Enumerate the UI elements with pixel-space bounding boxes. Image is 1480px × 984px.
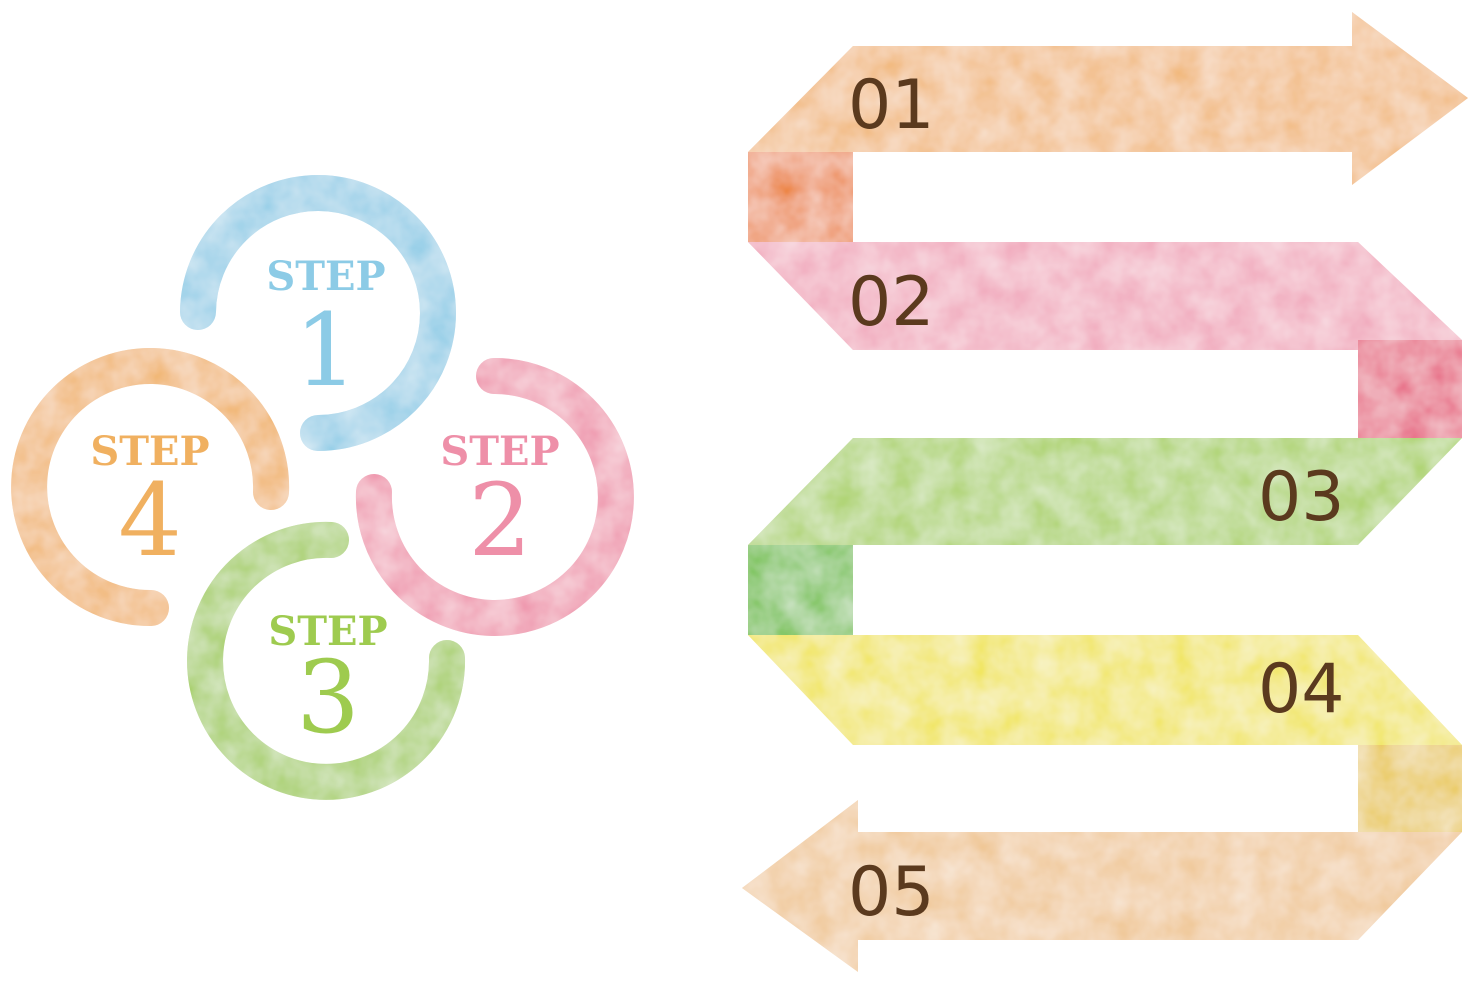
ribbon-label-01: 01: [848, 66, 935, 145]
ribbon-band-2: [748, 242, 1462, 350]
step-2-number: 2: [468, 462, 532, 579]
step-1-number: 1: [294, 292, 358, 409]
ribbon-arrow: [742, 12, 1468, 972]
ribbon-label-04: 04: [1258, 650, 1345, 729]
ribbon-labels: 01 02 03 04 05: [848, 66, 1345, 932]
step-3-number: 3: [296, 639, 360, 756]
ribbon-fold-3: [748, 545, 853, 635]
step-1-word: STEP: [266, 253, 385, 300]
step-2-label: STEP 2: [440, 428, 559, 579]
step-4-number: 4: [118, 462, 182, 579]
ribbon-band-3: [748, 438, 1462, 545]
ribbon-label-03: 03: [1258, 458, 1345, 537]
ribbon-fold-4: [1358, 745, 1462, 832]
step-2-ring: [355, 357, 634, 636]
step-1-ring: [180, 175, 456, 451]
step-4-label: STEP 4: [90, 428, 209, 579]
ribbon-band-1: [748, 12, 1468, 185]
step-3-word: STEP: [268, 608, 387, 655]
ribbon-label-02: 02: [848, 263, 935, 342]
ribbon-fold-1: [748, 152, 853, 242]
step-cycle: [11, 175, 634, 800]
ribbon-band-5: [742, 800, 1462, 972]
step-2-word: STEP: [440, 428, 559, 475]
ribbon-fold-2: [1358, 340, 1462, 438]
ribbon-band-4: [748, 635, 1462, 745]
step-4-ring: [11, 348, 290, 627]
step-1-label: STEP 1: [266, 253, 385, 409]
step-3-label: STEP 3: [268, 608, 387, 756]
step-3-ring: [187, 521, 466, 800]
ribbon-label-05: 05: [848, 853, 935, 932]
step-4-word: STEP: [90, 428, 209, 475]
